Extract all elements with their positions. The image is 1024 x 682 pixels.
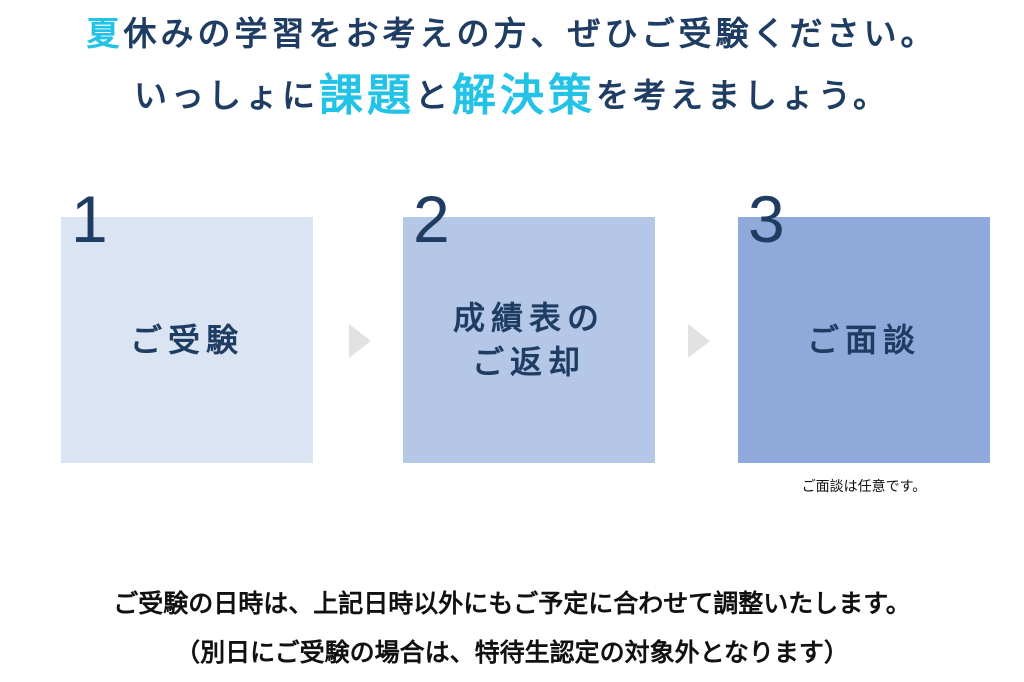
step-label-line: ご面談 [806,321,921,359]
headline-line-1-text: 休みの学習をお考えの方、ぜひご受験ください。 [123,14,938,53]
headline-accent-summer: 夏 [86,14,124,53]
step-number: 2 [413,182,450,256]
headline-line-2-part-2: と [414,76,452,115]
step-label: ご受験 [61,318,313,362]
step-label-line: ご受験 [129,321,244,359]
chevron-right-icon [688,324,710,358]
headline-line-2-part-1: いっしょに [133,76,319,115]
footer-scholarship-note: （別日にご受験の場合は、特待生認定の対象外となります） [175,638,849,667]
step-card-exam: 1 ご受験 [61,183,313,463]
interview-optional-note: ご面談は任意です。 [801,479,927,495]
headline-accent-issues: 課題 [318,70,415,121]
step-label: 成績表の ご返却 [403,296,655,384]
headline-line-2-part-3: を考えましょう。 [595,76,891,115]
headline-accent-solutions: 解決策 [451,70,596,121]
step-number: 3 [748,182,785,256]
step-card-report-return: 2 成績表の ご返却 [403,183,655,463]
chevron-right-icon [349,324,371,358]
headline-line-1: 夏休みの学習をお考えの方、ぜひご受験ください。 [0,10,1024,58]
step-card-interview: 3 ご面談 [738,183,990,463]
step-label-line: ご返却 [471,343,586,381]
step-label-line: 成績表の [452,299,605,337]
step-label: ご面談 [738,318,990,362]
headline-line-2: いっしょに課題と解決策を考えましょう。 [0,66,1024,126]
footer-schedule-note: ご受験の日時は、上記日時以外にもご予定に合わせて調整いたします。 [113,589,911,618]
step-number: 1 [71,182,108,256]
